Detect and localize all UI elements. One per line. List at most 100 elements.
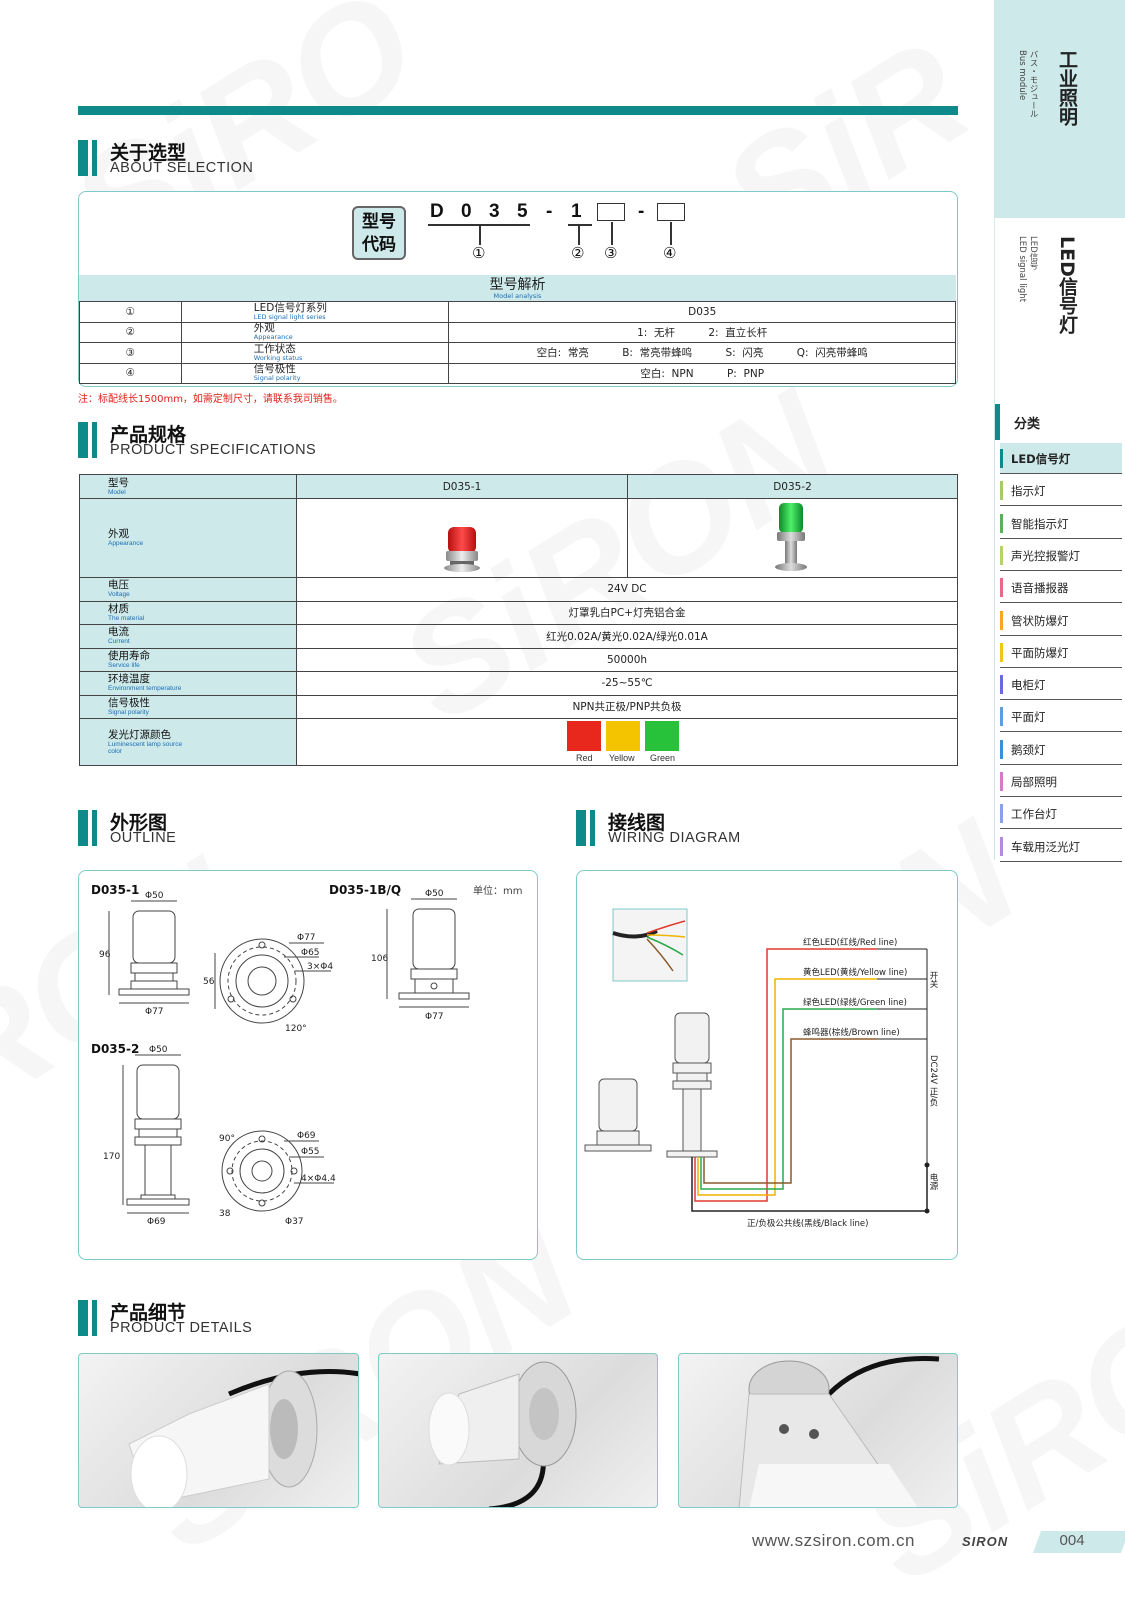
model-d035-2: D035-2 xyxy=(627,474,958,499)
category-marker xyxy=(1000,772,1003,791)
swatch-yellow xyxy=(606,721,640,751)
category-marker xyxy=(1000,513,1003,533)
swatch-label: Red xyxy=(576,753,593,763)
dim: 106 xyxy=(371,954,388,964)
category-item[interactable]: 车载用泛光灯 xyxy=(1000,831,1122,862)
spec-value: 24V DC xyxy=(296,577,958,602)
analysis-field: LED信号灯系列 xyxy=(253,301,327,314)
page-number-badge: 004 xyxy=(1032,1531,1125,1553)
category-item[interactable]: 指示灯 xyxy=(1000,475,1122,507)
dim: Φ77 xyxy=(145,1007,164,1017)
footer-brand-logo: SIRON xyxy=(962,1534,1009,1549)
category-label: 电柜灯 xyxy=(1011,678,1046,693)
model-analysis-title: 型号解析 Model analysis xyxy=(79,275,956,301)
spec-label: 电流 xyxy=(108,626,129,639)
category-item[interactable]: 局部照明 xyxy=(1000,766,1122,797)
spec-value: -25~55℃ xyxy=(296,671,958,696)
outline-panel: D035-1 D035-1B/Q D035-2 单位：mm Φ50 96 Φ77… xyxy=(78,870,538,1260)
analysis-num: ④ xyxy=(79,362,182,384)
sidebar-product-en: LED signal light xyxy=(1017,236,1027,303)
category-item[interactable]: 鹅颈灯 xyxy=(1000,734,1122,765)
category-item[interactable]: 电柜灯 xyxy=(1000,669,1122,701)
category-marker xyxy=(1000,481,1003,501)
category-marker xyxy=(1000,545,1003,565)
category-item[interactable]: 智能指示灯 xyxy=(1000,508,1122,539)
sidebar-product: LED信号灯 LED信号 LED signal light xyxy=(994,218,1125,400)
category-label: 工作台灯 xyxy=(1011,807,1057,822)
wire-label-red: 红色LED(红线/Red line) xyxy=(803,937,897,948)
dim: 120° xyxy=(285,1024,307,1034)
category-item[interactable]: LED信号灯 xyxy=(1000,443,1122,474)
dim: 170 xyxy=(103,1152,120,1162)
detail-photo-2-image xyxy=(428,1361,577,1507)
wire-label-green: 绿色LED(绿线/Green line) xyxy=(803,997,907,1008)
model-code-badge: 型号 代码 xyxy=(352,206,406,260)
category-item[interactable]: 声光控报警灯 xyxy=(1000,540,1122,571)
dim: Φ50 xyxy=(425,889,444,899)
section-heading-outline: 外形图 OUTLINE xyxy=(78,808,378,848)
spec-label: 信号极性 xyxy=(108,696,150,709)
dim: 96 xyxy=(99,950,111,960)
analysis-field: 外观 xyxy=(253,322,275,335)
dim: 3×Φ4 xyxy=(307,962,333,972)
code-char: D xyxy=(430,201,444,222)
dim: Φ77 xyxy=(425,1012,444,1022)
detail-photo-1-image xyxy=(128,1369,358,1507)
category-item[interactable]: 平面防爆灯 xyxy=(1000,637,1122,668)
spec-label: 材质 xyxy=(108,602,129,615)
code-marker: ② xyxy=(571,244,585,262)
code-marker: ④ xyxy=(663,244,677,262)
code-connector xyxy=(578,225,580,245)
category-item[interactable]: 工作台灯 xyxy=(1000,798,1122,830)
wire-label-common: 正/负极公共线(黑线/Black line) xyxy=(747,1218,868,1229)
detail-photo-2 xyxy=(378,1353,658,1508)
analysis-value: 空白: 常亮 B: 常亮带蜂鸣 S: 闪亮 Q: 闪亮带蜂鸣 xyxy=(448,342,956,364)
category-item[interactable]: 管状防爆灯 xyxy=(1000,605,1122,636)
code-marker: ③ xyxy=(604,244,618,262)
category-item[interactable]: 平面灯 xyxy=(1000,701,1122,733)
spec-color-row: 发光灯源颜色 Luminescent lamp source color Red… xyxy=(79,718,958,766)
sidebar-product-sub: LED信号 xyxy=(1028,236,1038,270)
outline-label-d035-2: D035-2 xyxy=(91,1042,139,1056)
analysis-field-en: Appearance xyxy=(253,333,293,342)
category-item[interactable]: 语音播报器 xyxy=(1000,572,1122,604)
category-label: 管状防爆灯 xyxy=(1011,613,1069,628)
analysis-num: ② xyxy=(79,321,182,343)
sidebar-product-title: LED信号灯 xyxy=(1056,236,1078,334)
code-underline xyxy=(428,224,530,226)
code-underline xyxy=(568,224,592,226)
code-slot-4 xyxy=(657,203,685,221)
dim: 38 xyxy=(219,1209,231,1219)
detail-photo-3-image xyxy=(738,1355,940,1507)
spec-label-en: Voltage xyxy=(108,591,130,599)
category-label: 语音播报器 xyxy=(1011,581,1069,596)
code-connector xyxy=(479,225,481,245)
swatch-red xyxy=(567,721,601,751)
sidebar-header: 工业照明 バス・モジュール Bus module xyxy=(994,0,1125,218)
switch-label: 开关 xyxy=(928,971,938,989)
category-label: 鹅颈灯 xyxy=(1011,742,1046,757)
code-char: 1 xyxy=(571,201,582,222)
code-char: 3 xyxy=(489,201,500,222)
code-slot-3 xyxy=(597,203,625,221)
category-label: LED信号灯 xyxy=(1011,452,1071,466)
analysis-field-en: Signal polarity xyxy=(253,374,301,383)
category-heading: 分类 xyxy=(995,404,1125,440)
category-marker xyxy=(1000,642,1003,662)
section-heading-selection: 关于选型 ABOUT SELECTION xyxy=(78,138,378,178)
code-connector xyxy=(670,222,672,245)
footer-url[interactable]: www.szsiron.com.cn xyxy=(752,1531,915,1550)
category-label: 平面灯 xyxy=(1011,710,1046,725)
analysis-field-en: LED signal light series xyxy=(253,312,326,321)
category-marker xyxy=(1000,675,1003,695)
category-label: 指示灯 xyxy=(1011,484,1046,499)
page-number: 004 xyxy=(1059,1532,1085,1549)
